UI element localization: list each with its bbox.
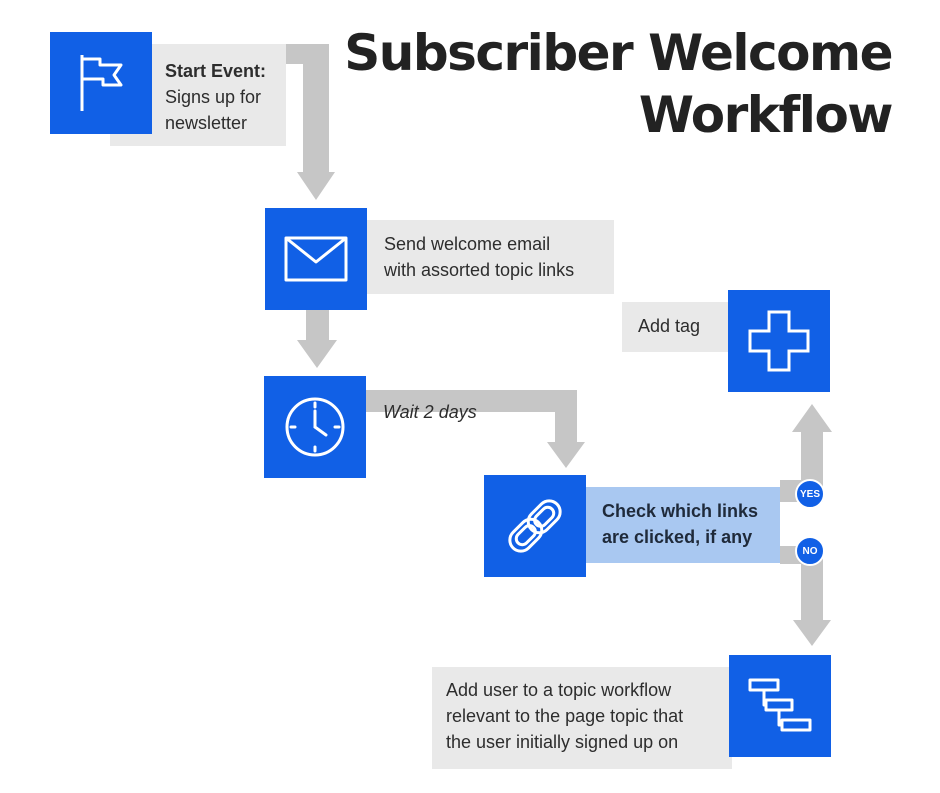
envelope-icon — [284, 236, 348, 282]
arrow-email-to-wait — [297, 310, 337, 368]
arrow-start-to-email — [286, 44, 335, 200]
send-email-line-2: with assorted topic links — [384, 260, 575, 280]
add-workflow-label: Add user to a topic workflow relevant to… — [432, 667, 732, 769]
add-workflow-line-3: the user initially signed up on — [446, 732, 679, 752]
check-links-line-2: are clicked, if any — [602, 527, 753, 547]
arrow-no-to-workflow — [780, 546, 831, 646]
yes-branch-badge: YES — [795, 479, 825, 509]
add-tag-text: Add tag — [638, 316, 701, 336]
arrow-yes-to-tag — [780, 404, 832, 502]
flag-icon — [80, 55, 123, 111]
send-email-line-1: Send welcome email — [384, 234, 551, 254]
title-line-1: Subscriber Welcome — [344, 24, 893, 82]
add-tag-node — [728, 290, 830, 392]
arrow-wait-to-check — [364, 390, 585, 468]
title-line-2: Workflow — [638, 86, 894, 144]
add-workflow-line-2: relevant to the page topic that — [446, 706, 684, 726]
add-tag-label: Add tag — [622, 302, 728, 352]
add-workflow-node — [729, 655, 831, 757]
start-event-heading: Start Event: — [165, 61, 267, 81]
check-links-line-1: Check which links — [602, 501, 759, 521]
start-event-line-1: Signs up for — [165, 87, 262, 107]
clock-icon — [285, 397, 345, 457]
start-event-line-2: newsletter — [165, 113, 248, 133]
send-email-node — [265, 208, 367, 310]
check-links-node — [484, 475, 586, 577]
wait-text: Wait 2 days — [383, 402, 477, 422]
start-event-node — [50, 32, 152, 134]
wait-node — [264, 376, 366, 478]
no-branch-badge: NO — [795, 536, 825, 566]
send-email-label: Send welcome email with assorted topic l… — [366, 220, 614, 294]
workflow-icon — [748, 678, 812, 732]
plus-icon — [748, 310, 810, 372]
page-title: Subscriber Welcome Workflow — [344, 22, 894, 146]
link-icon — [508, 499, 562, 553]
wait-label: Wait 2 days — [366, 390, 502, 438]
check-links-label: Check which links are clicked, if any — [584, 487, 780, 563]
add-workflow-line-1: Add user to a topic workflow — [446, 680, 672, 700]
